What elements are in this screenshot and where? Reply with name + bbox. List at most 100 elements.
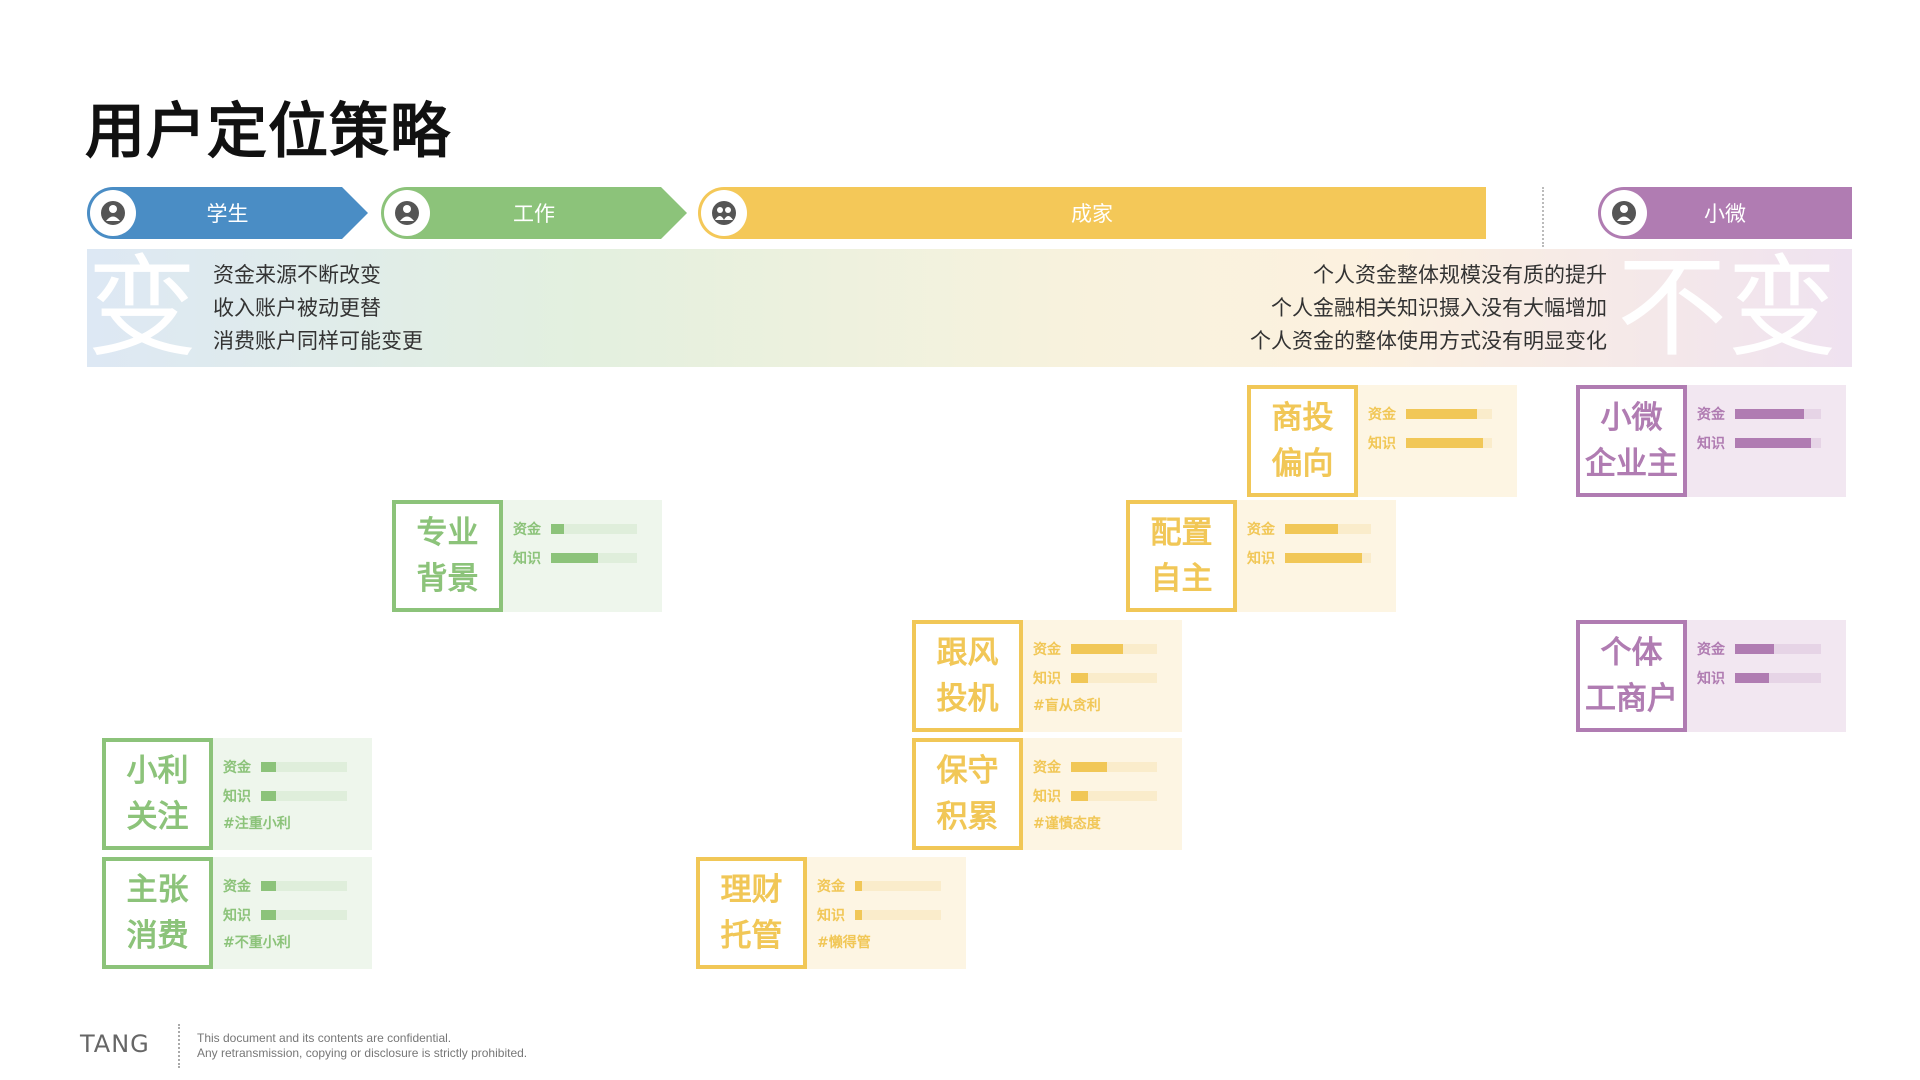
change-item: 消费账户同样可能变更 — [213, 329, 423, 353]
persona-card-baoshou: 保守 积累 资金 知识 #谨慎态度 — [912, 738, 1182, 850]
persona-name-line1: 小微 — [1600, 400, 1663, 436]
stage-smallbiz: 小微 — [1598, 187, 1852, 239]
persona-name-line2: 投机 — [936, 681, 999, 717]
know-label: 知识 — [1033, 670, 1061, 687]
know-row: 知识 — [1247, 543, 1371, 572]
footer-divider — [178, 1024, 180, 1068]
persona-card-peizhi: 配置 自主 资金 知识 — [1126, 500, 1396, 612]
persona-tag: 个体 工商户 — [1576, 620, 1687, 732]
family-icon — [701, 190, 747, 236]
fund-row: 资金 — [223, 871, 347, 900]
know-row: 知识 — [1697, 428, 1821, 457]
persona-name-line1: 专业 — [416, 515, 479, 551]
persona-card-zhuanye: 专业 背景 资金 知识 — [392, 500, 662, 612]
persona-card-licai: 理财 托管 资金 知识 #懒得管 — [696, 857, 966, 969]
fund-label: 资金 — [1697, 406, 1725, 423]
fund-row: 资金 — [817, 871, 941, 900]
persona-metrics: 资金 知识 — [1697, 399, 1821, 457]
stage-label: 工作 — [513, 202, 555, 226]
know-row: 知识 — [1033, 781, 1157, 810]
persona-card-xiaoli: 小利 关注 资金 知识 #注重小利 — [102, 738, 372, 850]
fund-label: 资金 — [1697, 641, 1725, 658]
fund-bar — [1735, 643, 1774, 654]
legal-line: This document and its contents are confi… — [197, 1031, 452, 1045]
fund-bar-track — [1735, 408, 1821, 419]
brand-logo: TANG — [80, 1030, 150, 1058]
know-bar — [261, 790, 276, 801]
person-icon — [1601, 190, 1647, 236]
stage-label: 学生 — [206, 202, 249, 226]
fund-bar-track — [1285, 523, 1371, 534]
know-bar — [1071, 790, 1089, 801]
know-bar-track — [1406, 437, 1492, 448]
fund-bar — [855, 880, 862, 891]
fund-bar-track — [551, 523, 637, 534]
know-bar — [1735, 672, 1770, 683]
know-row: 知识 — [223, 900, 347, 929]
know-bar — [1071, 672, 1089, 683]
persona-name-line2: 托管 — [720, 918, 783, 954]
fund-label: 资金 — [223, 878, 251, 895]
legal-notice: This document and its contents are confi… — [197, 1031, 527, 1061]
change-item: 收入账户被动更替 — [213, 296, 381, 320]
persona-card-genfeng: 跟风 投机 资金 知识 #盲从贪利 — [912, 620, 1182, 732]
nochange-list: 个人资金整体规模没有质的提升 个人金融相关知识摄入没有大幅增加 个人资金的整体使… — [1250, 259, 1607, 358]
know-label: 知识 — [1697, 670, 1725, 687]
persona-tag: 小利 关注 — [102, 738, 213, 850]
fund-label: 资金 — [1033, 641, 1061, 658]
fund-row: 资金 — [1697, 399, 1821, 428]
fund-bar — [1406, 408, 1477, 419]
know-bar-track — [1735, 437, 1821, 448]
stage-work: 工作 — [381, 187, 687, 239]
persona-hashtag: #谨慎态度 — [1033, 816, 1101, 832]
persona-metrics: 资金 知识 — [513, 514, 637, 572]
know-bar — [551, 552, 599, 563]
fund-bar — [1071, 761, 1108, 772]
persona-hashtag: #不重小利 — [223, 935, 291, 951]
know-bar-track — [855, 909, 941, 920]
know-row: 知识 — [817, 900, 941, 929]
fund-bar-track — [1071, 643, 1157, 654]
persona-tag: 专业 背景 — [392, 500, 503, 612]
fund-bar-track — [855, 880, 941, 891]
know-row: 知识 — [223, 781, 347, 810]
persona-name-line1: 小利 — [126, 753, 189, 789]
fund-bar-track — [261, 761, 347, 772]
know-label: 知识 — [1697, 435, 1725, 452]
persona-name-line2: 工商户 — [1585, 681, 1678, 717]
person-icon — [384, 190, 430, 236]
persona-hashtag: #盲从贪利 — [1033, 698, 1101, 714]
change-band: 变 资金来源不断改变 收入账户被动更替 消费账户同样可能变更 个人资金整体规模没… — [87, 249, 1852, 367]
persona-name-line2: 积累 — [936, 799, 999, 835]
persona-name-line2: 关注 — [126, 799, 189, 835]
fund-bar-track — [261, 880, 347, 891]
know-bar-track — [1071, 790, 1157, 801]
know-bar — [1735, 437, 1811, 448]
persona-metrics: 资金 知识 — [1368, 399, 1492, 457]
know-bar-track — [551, 552, 637, 563]
persona-tag: 跟风 投机 — [912, 620, 1023, 732]
person-icon — [90, 190, 136, 236]
fund-row: 资金 — [1368, 399, 1492, 428]
know-label: 知识 — [1247, 550, 1275, 567]
know-bar — [1406, 437, 1484, 448]
persona-name-line1: 理财 — [720, 872, 783, 908]
fund-bar — [261, 880, 276, 891]
persona-tag: 理财 托管 — [696, 857, 807, 969]
persona-name-line1: 保守 — [936, 753, 999, 789]
legal-line: Any retransmission, copying or disclosur… — [197, 1046, 528, 1060]
change-item: 资金来源不断改变 — [213, 263, 381, 287]
stage-student: 学生 — [87, 187, 368, 239]
persona-name-line2: 背景 — [416, 561, 479, 597]
fund-bar-track — [1735, 643, 1821, 654]
fund-row: 资金 — [1033, 752, 1157, 781]
know-label: 知识 — [223, 788, 251, 805]
persona-tag: 主张 消费 — [102, 857, 213, 969]
persona-card-xiaowei: 小微 企业主 资金 知识 — [1576, 385, 1846, 497]
know-row: 知识 — [1033, 663, 1157, 692]
know-bar-track — [1285, 552, 1371, 563]
fund-bar-track — [1406, 408, 1492, 419]
persona-hashtag: #懒得管 — [817, 935, 871, 951]
know-label: 知识 — [1368, 435, 1396, 452]
fund-label: 资金 — [223, 759, 251, 776]
